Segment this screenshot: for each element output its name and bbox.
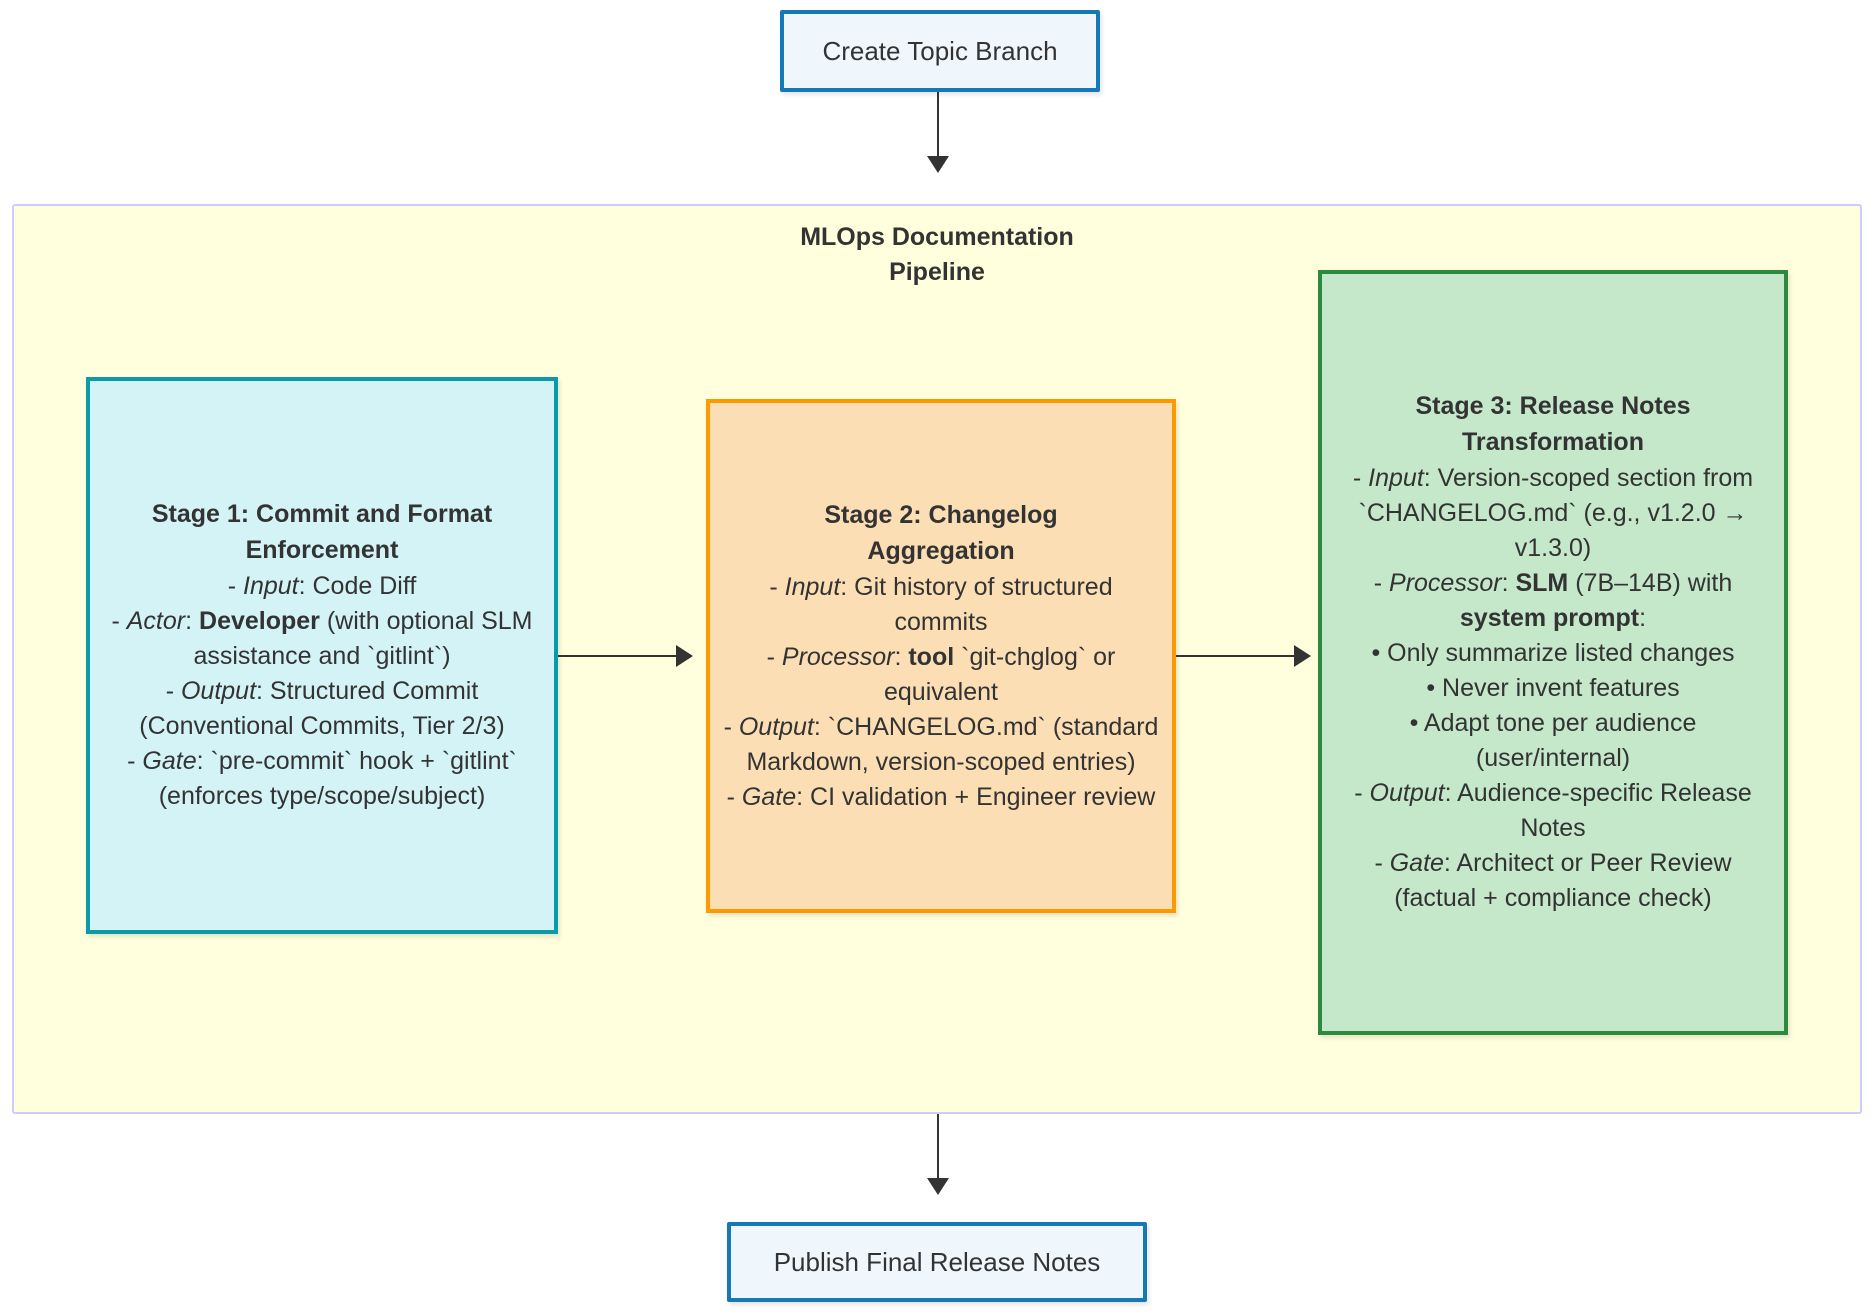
stage-1-title-line-1: Stage 1: Commit and Format xyxy=(151,500,493,528)
stage-2-title-line-1: Stage 2: Changelog xyxy=(824,500,1058,529)
node-create-topic-branch-label: Create Topic Branch xyxy=(822,35,1058,66)
stage-3-detail-line: • Never invent features xyxy=(1426,674,1680,702)
edge-start-to-pipeline-arrow xyxy=(927,156,949,173)
stage-3-detail-line: - Input: Version-scoped section from `CH… xyxy=(1352,464,1754,562)
stage-2-detail-line: - Gate: CI validation + Engineer review xyxy=(726,782,1156,811)
node-publish-final-release-notes-label: Publish Final Release Notes xyxy=(773,1246,1101,1277)
node-publish-final-release-notes[interactable]: Publish Final Release Notes xyxy=(727,1222,1147,1302)
node-stage-3-release-notes-transformation[interactable]: Stage 3: Release Notes Transformation - … xyxy=(1318,270,1788,1035)
stage-1-detail-line: - Input: Code Diff xyxy=(227,572,417,600)
stage-2-detail-line: - Output: `CHANGELOG.md` (standard Markd… xyxy=(723,712,1159,776)
subgraph-title-line-1: MLOps Documentation xyxy=(800,223,1074,251)
edge-start-to-pipeline-line xyxy=(937,92,939,162)
stage-1-detail-line: - Actor: Developer (with optional SLM as… xyxy=(111,607,533,670)
stage-2-detail-line: - Processor: tool `git-chglog` or equiva… xyxy=(766,642,1116,706)
subgraph-title-line-2: Pipeline xyxy=(889,258,985,286)
stage-3-detail-line: - Gate: Architect or Peer Review (factua… xyxy=(1374,849,1732,912)
node-create-topic-branch[interactable]: Create Topic Branch xyxy=(780,10,1100,92)
stage-3-detail-line: - Processor: SLM (7B–14B) with system pr… xyxy=(1373,569,1733,632)
stage-1-detail-line: - Gate: `pre-commit` hook + `gitlint` (e… xyxy=(127,747,517,810)
edge-pipeline-to-end-arrow xyxy=(927,1178,949,1195)
stage-3-detail-line: • Only summarize listed changes xyxy=(1371,639,1735,667)
stage-3-detail-line: - Output: Audience-specific Release Note… xyxy=(1354,779,1752,842)
stage-3-title-line-2: Transformation xyxy=(1462,428,1644,456)
node-stage-2-changelog-aggregation[interactable]: Stage 2: Changelog Aggregation - Input: … xyxy=(706,399,1176,913)
edge-stage2-to-stage3-line xyxy=(1176,655,1298,657)
subgraph-title: MLOps Documentation Pipeline xyxy=(777,220,1097,290)
stage-3-title-line-1: Stage 3: Release Notes xyxy=(1415,392,1691,420)
edge-stage1-to-stage2-arrow xyxy=(676,645,693,667)
node-stage-1-commit-and-format-enforcement[interactable]: Stage 1: Commit and Format Enforcement -… xyxy=(86,377,558,934)
stage-1-detail-line: - Output: Structured Commit (Conventiona… xyxy=(139,677,505,740)
stage-1-title-line-2: Enforcement xyxy=(245,536,399,564)
edge-stage1-to-stage2-line xyxy=(558,655,680,657)
stage-3-detail-line: • Adapt tone per audience (user/internal… xyxy=(1409,709,1697,772)
edge-stage2-to-stage3-arrow xyxy=(1294,645,1311,667)
edge-pipeline-to-end-line xyxy=(937,1114,939,1184)
stage-2-title-line-2: Aggregation xyxy=(867,536,1015,565)
stage-2-detail-line: - Input: Git history of structured commi… xyxy=(769,572,1113,636)
